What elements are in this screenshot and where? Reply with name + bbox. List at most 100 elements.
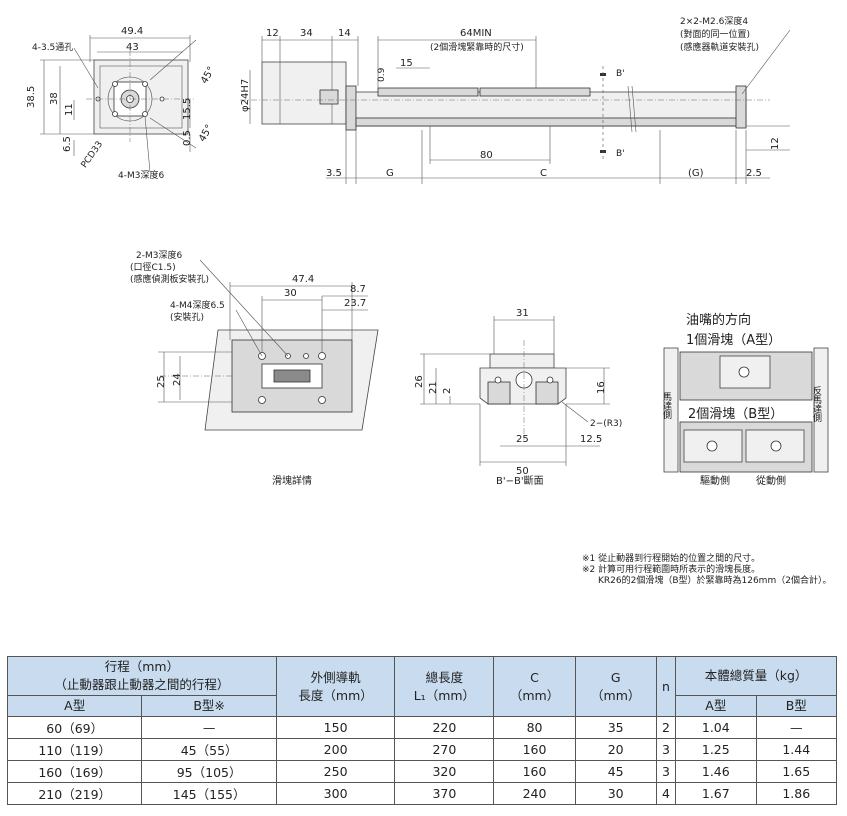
dim-sec-25: 25: [516, 434, 529, 445]
head-g-line2: （mm）: [591, 687, 641, 703]
head-stroke-line2: （止動器跟止動器之間的行程）: [54, 677, 230, 692]
cell: 1.67: [675, 782, 757, 805]
cell: 60（69）: [6, 716, 143, 739]
oil-driven-side: 從動側: [756, 474, 786, 487]
footnotes: ※1 從止動器到行程開始的位置之間的尺寸。 ※2 計算可用行程範圍時所表示的滑塊…: [582, 554, 831, 587]
cell: 370: [394, 782, 495, 805]
oil-type-b: 2個滑塊（B型）: [688, 406, 783, 422]
label-r3: 2−(R3): [590, 419, 622, 429]
head-g-line1: G: [610, 669, 621, 685]
dim-12-5: 12.5: [580, 434, 602, 445]
cell: 3: [655, 738, 677, 761]
head-a: A型: [6, 695, 143, 717]
head-rail-line2: 長度（mm）: [298, 687, 373, 703]
head-stroke: 行程（mm） （止動器跟止動器之間的行程）: [7, 656, 277, 696]
cell: 2: [655, 716, 677, 739]
dim-31: 31: [516, 308, 529, 319]
head-total-line1: 總長度: [425, 669, 464, 685]
block-detail: 47.4 30 8.7 23.7 25 24 2-M3深度6 (口徑C1.5) …: [130, 249, 379, 487]
label-m3-3: (感應偵測板安裝孔): [130, 273, 209, 285]
caption-block-detail: 滑塊詳情: [272, 474, 312, 487]
dim-h-inner: 38: [49, 92, 60, 105]
dim-shaft: φ24H7: [240, 79, 251, 112]
note-top-right-1: 2×2-M2.6深度4: [680, 15, 748, 27]
dim-47-4: 47.4: [292, 274, 314, 285]
section-mark-bottom: B': [616, 149, 625, 159]
cell: 1.46: [675, 760, 757, 783]
label-m3-1: 2-M3深度6: [136, 249, 182, 261]
head-b: B型※: [141, 695, 277, 717]
head-total-line2: L₁（mm）: [413, 687, 476, 703]
cell: 45: [574, 760, 657, 783]
dim-80: 80: [480, 150, 493, 161]
dim-g-paren: (G): [688, 168, 704, 179]
head-stroke-line1: 行程（mm）: [104, 659, 180, 674]
dim-0-9: 0.9: [377, 67, 387, 82]
oil-direction: 油嘴的方向 1個滑塊（A型） 2個滑塊（B型） 馬達側 反馬達側 驅動側 從動側: [661, 312, 829, 487]
cell: 45（55）: [141, 738, 277, 761]
head-n: n: [655, 656, 677, 717]
cell: 200: [275, 738, 396, 761]
cell: 20: [574, 738, 657, 761]
cell: 1.25: [675, 738, 757, 761]
technical-drawing: 49.4 43 38.5 38 11 6.5 15.5 0.5 45° 45° …: [26, 15, 829, 487]
spec-table: 行程（mm） （止動器跟止動器之間的行程） 外側導軌 長度（mm） 總長度 L₁…: [6, 656, 837, 805]
dim-h-outer: 38.5: [26, 86, 37, 108]
table-row: 60（69） — 150 220 80 35 2 1.04 —: [6, 716, 837, 739]
section-mark-top: B': [616, 69, 625, 79]
dim-25: 25: [156, 375, 167, 388]
footnote-3: KR26的2個滑塊（B型）於緊靠時為126mm（2個合計）。: [598, 576, 832, 586]
dim-64min: 64MIN: [460, 28, 492, 39]
dim-h-0-5: 0.5: [182, 130, 193, 146]
head-g: G （mm）: [574, 656, 657, 717]
cell: 145（155）: [141, 782, 277, 805]
oil-motor-side: 馬達側: [661, 392, 672, 419]
cell: 240: [493, 782, 576, 805]
cell: 150: [275, 716, 396, 739]
cell: 160: [493, 760, 576, 783]
cell: 30: [574, 782, 657, 805]
dim-3-5: 3.5: [326, 168, 342, 179]
head-c: C （mm）: [493, 656, 576, 717]
label-m4-1: 4-M4深度6.5: [170, 299, 225, 311]
cell: —: [141, 716, 277, 739]
oil-drive-side: 驅動側: [700, 474, 730, 487]
cell: 3: [655, 760, 677, 783]
label-m4-2: (安裝孔): [170, 311, 204, 323]
dim-34: 34: [300, 28, 313, 39]
dim-c: C: [540, 168, 547, 179]
label-tap: 4-M3深度6: [118, 169, 164, 181]
front-view: 49.4 43 38.5 38 11 6.5 15.5 0.5 45° 45° …: [26, 26, 217, 181]
head-mass-b: B型: [755, 695, 837, 717]
cell: 1.65: [755, 760, 837, 783]
dim-12: 12: [266, 28, 279, 39]
caption-section: B'−B'斷面: [496, 474, 544, 487]
head-c-line2: （mm）: [509, 687, 560, 703]
cell: 300: [275, 782, 396, 805]
cell: 1.86: [755, 782, 837, 805]
cell: 160（169）: [6, 760, 143, 783]
cell: 4: [655, 782, 677, 805]
note-64min: (2個滑塊緊靠時的尺寸): [430, 41, 524, 53]
cell: 220: [394, 716, 495, 739]
dim-26: 26: [414, 375, 425, 388]
cell: 1.44: [755, 738, 837, 761]
dim-14: 14: [338, 28, 351, 39]
oil-type-a: 1個滑塊（A型）: [686, 332, 781, 348]
dim-w-outer: 49.4: [121, 26, 143, 37]
head-rail-line1: 外側導軌: [310, 669, 361, 685]
footnote-2: ※2 計算可用行程範圍時所表示的滑塊長度。: [582, 565, 761, 575]
dim-h-11: 11: [64, 103, 75, 116]
cell: 80: [493, 716, 576, 739]
cell: —: [755, 716, 837, 739]
head-rail: 外側導軌 長度（mm）: [275, 656, 396, 717]
angle-bottom: 45°: [197, 123, 215, 144]
angle-top: 45°: [199, 65, 217, 86]
note-top-right-3: (感應器軌道安裝孔): [680, 41, 759, 53]
cell: 250: [275, 760, 396, 783]
dim-12b: 12: [770, 137, 781, 150]
dim-8-7: 8.7: [350, 284, 366, 295]
footnote-1: ※1 從止動器到行程開始的位置之間的尺寸。: [582, 554, 761, 564]
label-through-hole: 4-3.5通孔: [32, 42, 73, 53]
dim-16: 16: [596, 381, 607, 394]
